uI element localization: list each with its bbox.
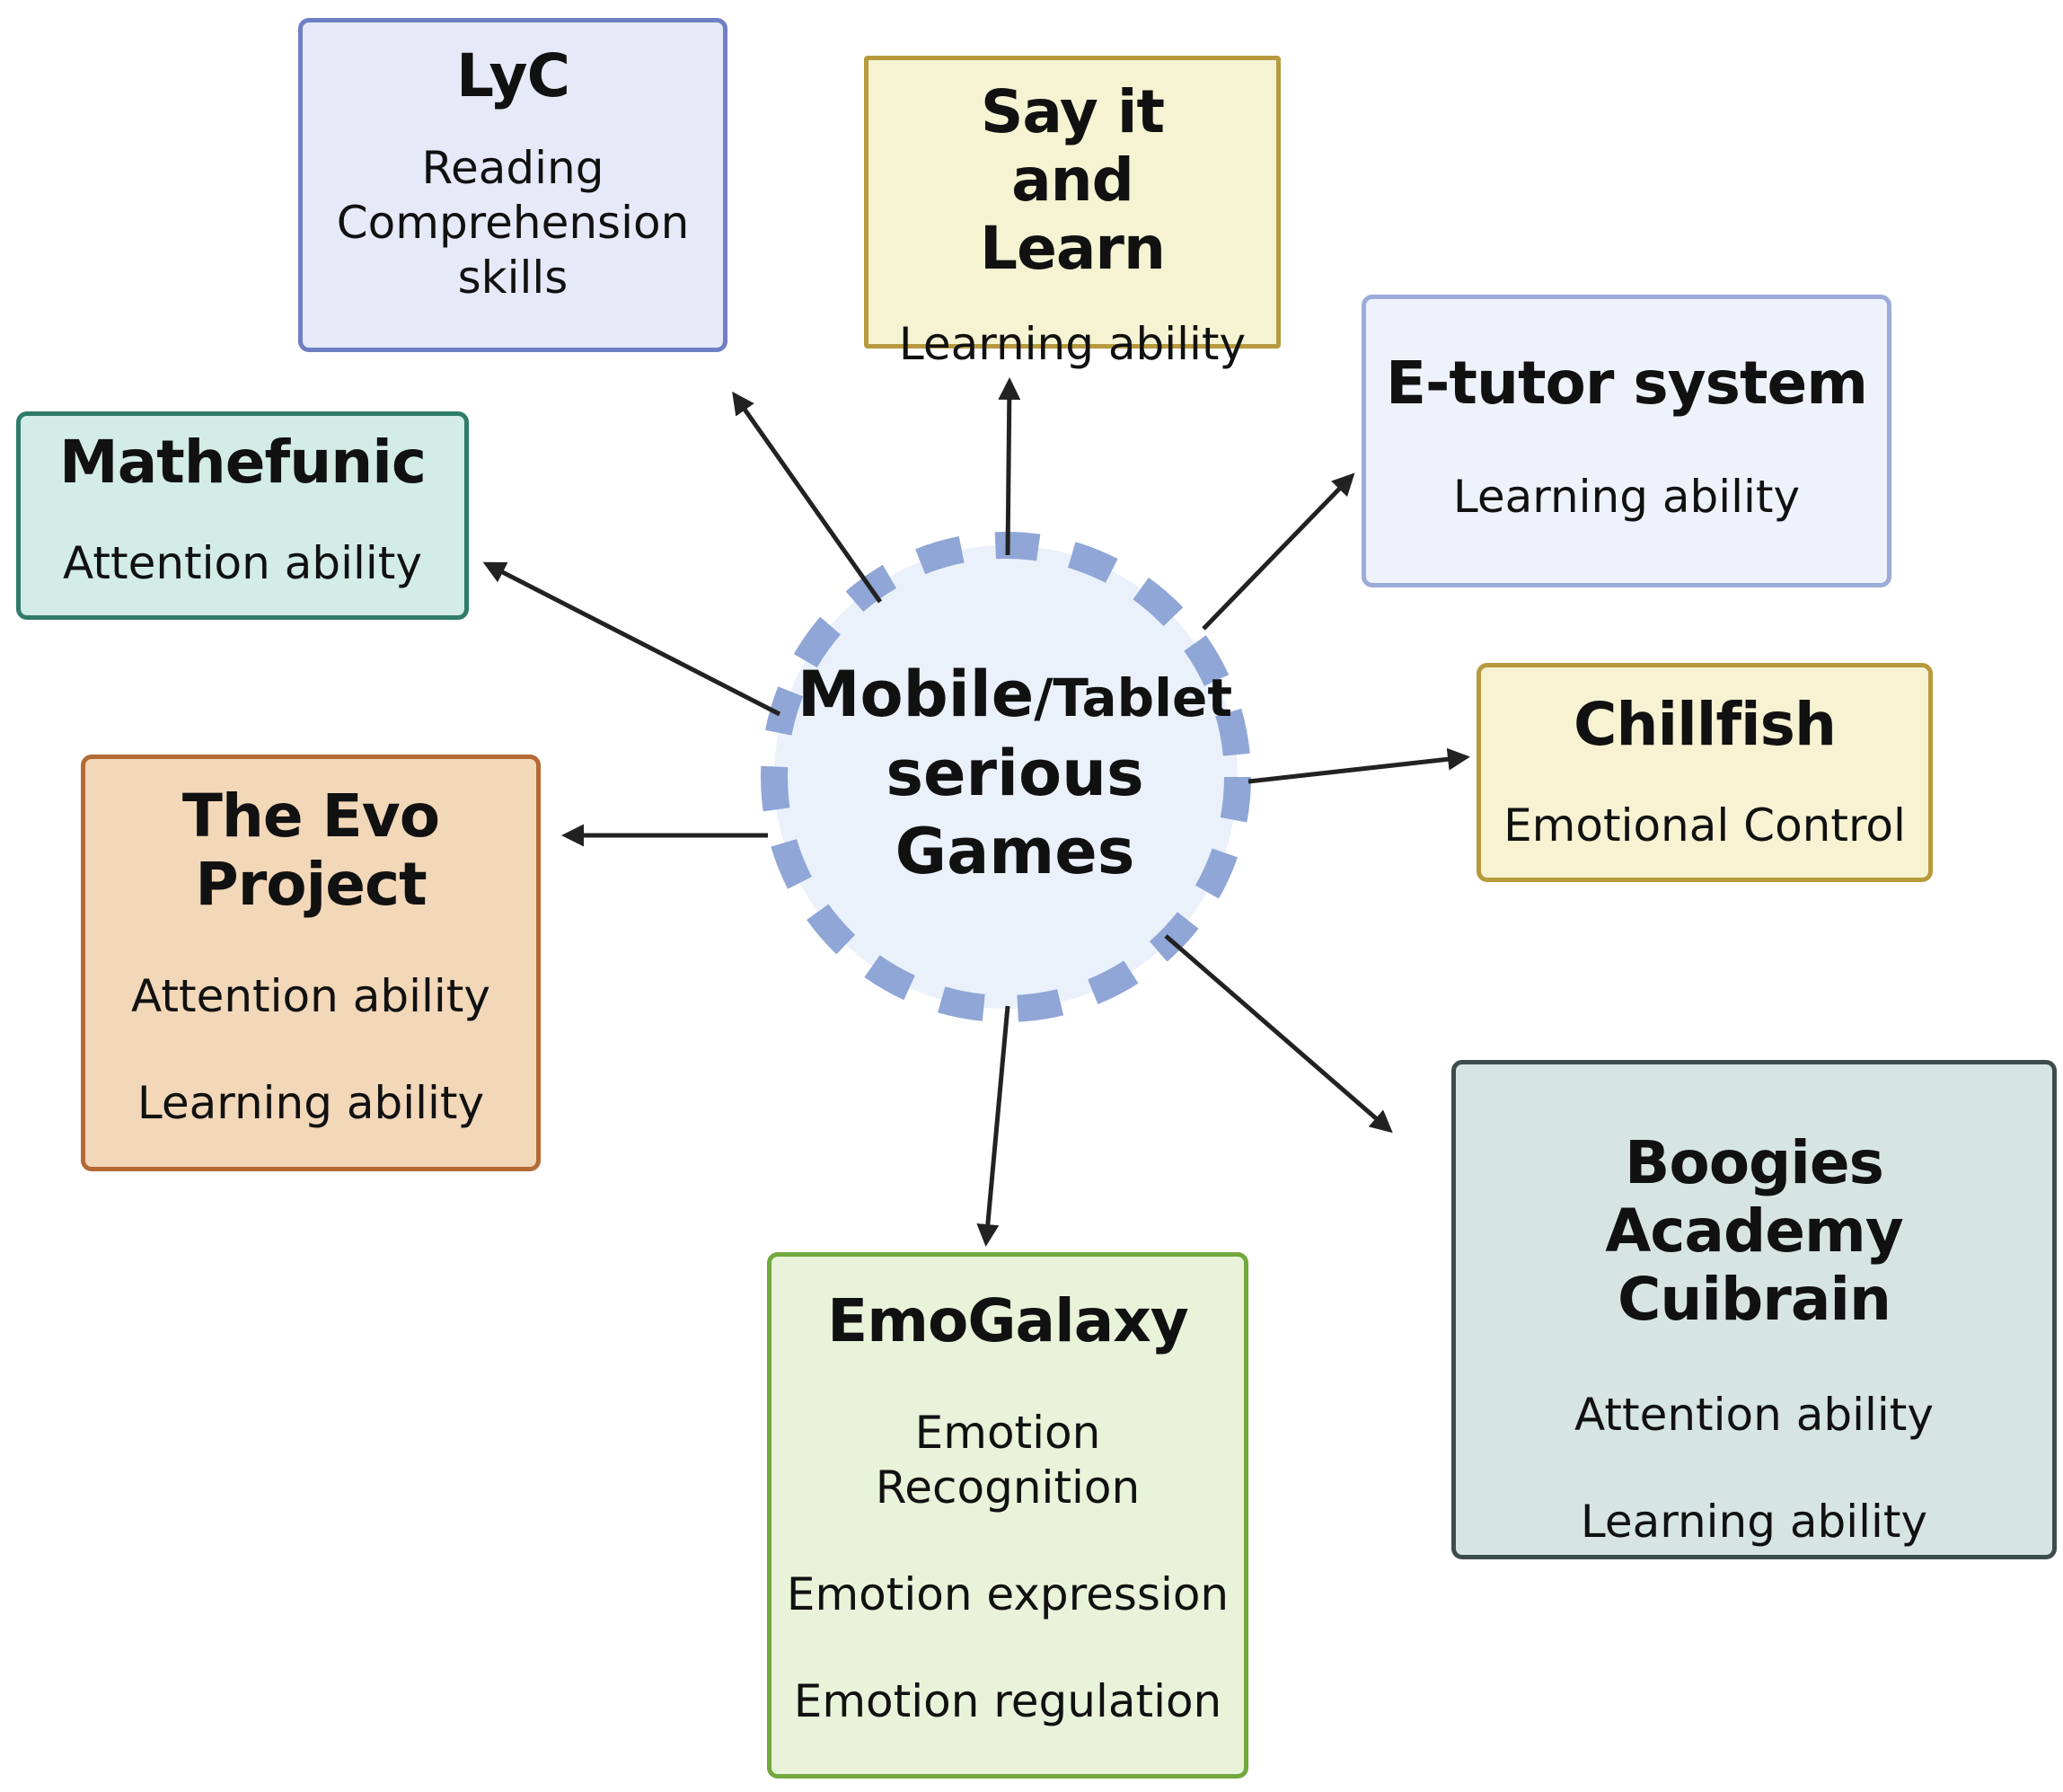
node-detail: skills bbox=[457, 251, 569, 304]
node-title: EmoGalaxy bbox=[827, 1286, 1189, 1355]
node-e-tutor-system: E-tutor system Learning ability bbox=[1362, 295, 1891, 587]
node-detail: Learning ability bbox=[1452, 470, 1801, 523]
arrow-to-e-tutor-system bbox=[1202, 472, 1355, 631]
node-detail: Attention ability bbox=[1574, 1388, 1934, 1441]
center-label: Mobile/Tablet serious Games bbox=[790, 656, 1239, 892]
node-chillfish: Chillfish Emotional Control bbox=[1477, 663, 1933, 882]
arrow-to-boogies-academy bbox=[1164, 934, 1393, 1134]
node-title: Boogies Academy Cuibrain bbox=[1605, 1128, 1904, 1334]
node-detail: Reading bbox=[421, 141, 604, 194]
node-title: LyC bbox=[455, 41, 570, 110]
node-the-evo-project: The Evo Project Attention ability Learni… bbox=[81, 755, 541, 1171]
node-title: Mathefunic bbox=[59, 428, 427, 497]
node-detail: Attention ability bbox=[63, 536, 422, 589]
arrow-to-emogalaxy bbox=[976, 1005, 1010, 1247]
node-detail: Emotional Control bbox=[1503, 799, 1906, 852]
node-detail: Learning ability bbox=[1580, 1495, 1928, 1548]
node-title: The Evo Project bbox=[181, 781, 440, 919]
node-detail: Learning ability bbox=[898, 317, 1247, 370]
node-detail: Learning ability bbox=[137, 1076, 485, 1129]
center-label-games: Games bbox=[895, 815, 1135, 888]
node-detail: Comprehension bbox=[336, 196, 690, 249]
node-detail: Attention ability bbox=[131, 969, 490, 1022]
node-boogies-academy: Boogies Academy Cuibrain Attention abili… bbox=[1451, 1060, 2057, 1559]
center-label-tablet: /Tablet bbox=[1034, 667, 1233, 728]
center-label-mobile: Mobile bbox=[797, 658, 1035, 731]
center-label-serious: serious bbox=[886, 736, 1144, 810]
node-detail: Emotion Recognition bbox=[875, 1406, 1141, 1514]
arrow-to-mathefunic bbox=[482, 561, 781, 717]
arrow-to-chillfish bbox=[1247, 747, 1470, 784]
node-title: E-tutor system bbox=[1385, 349, 1868, 418]
node-title: Chillfish bbox=[1574, 690, 1837, 759]
arrow-to-say-it-and-learn bbox=[998, 377, 1021, 556]
node-detail: Emotion expression bbox=[786, 1567, 1230, 1620]
node-say-it-and-learn: Say it and Learn Learning ability bbox=[864, 56, 1281, 370]
node-lyc: LyC Reading Comprehension skills bbox=[298, 18, 727, 352]
arrow-to-lyc bbox=[732, 391, 883, 604]
node-emogalaxy: EmoGalaxy Emotion Recognition Emotion ex… bbox=[767, 1252, 1248, 1779]
node-mathefunic: Mathefunic Attention ability bbox=[16, 411, 469, 620]
node-title: Say it and Learn bbox=[980, 77, 1166, 283]
node-detail: Emotion regulation bbox=[793, 1674, 1222, 1727]
